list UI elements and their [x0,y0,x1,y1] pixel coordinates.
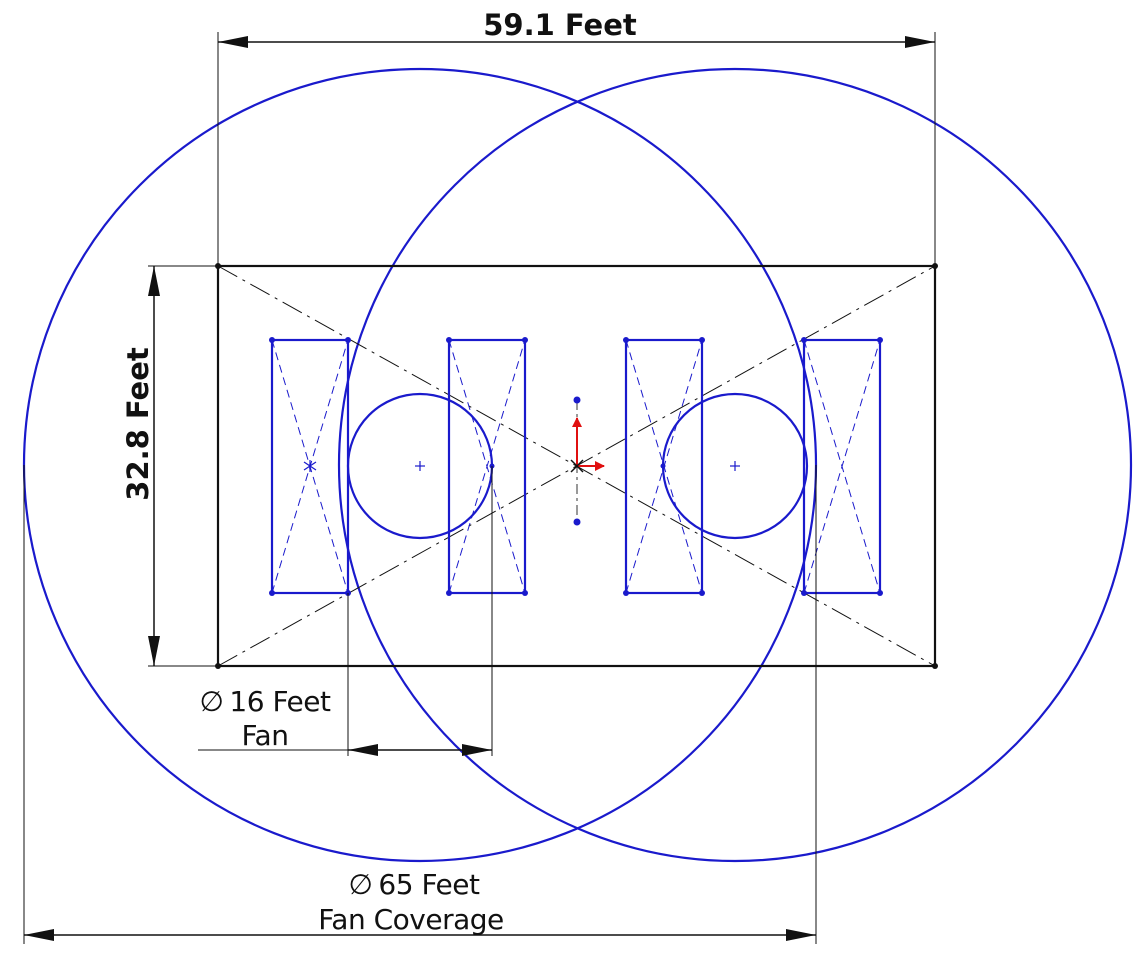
fan-diameter-value: 16 Feet [229,685,331,718]
building-outline [216,264,937,668]
diameter-symbol: ∅ [200,685,224,718]
width-dimension: 59.1 Feet [217,8,936,266]
coverage-diameter-value: 65 Feet [378,868,480,901]
coverage-label: Fan Coverage [318,903,504,936]
diameter-symbol: ∅ [349,868,373,901]
height-dimension: 32.8 Feet [121,265,218,667]
coverage-circle-right [337,67,1133,863]
origin-marker [570,396,605,526]
fan-right-tangent-point [660,463,666,469]
fan-left-center-mark [415,461,425,471]
fan-diameter-dimension: ∅16 Feet Fan [198,466,493,756]
width-dimension-label: 59.1 Feet [483,8,637,42]
fan-label: Fan [242,719,289,752]
height-dimension-label: 32.8 Feet [121,347,155,501]
rack-2 [446,337,528,596]
rack-4 [801,337,883,596]
fan-right-center-mark [730,461,740,471]
rack-1-center-mark [303,460,317,472]
coverage-diameter-label: ∅65 Feet [349,868,480,901]
coverage-dimension: ∅65 Feet Fan Coverage [23,465,817,944]
fan-diameter-label: ∅16 Feet [200,685,331,718]
